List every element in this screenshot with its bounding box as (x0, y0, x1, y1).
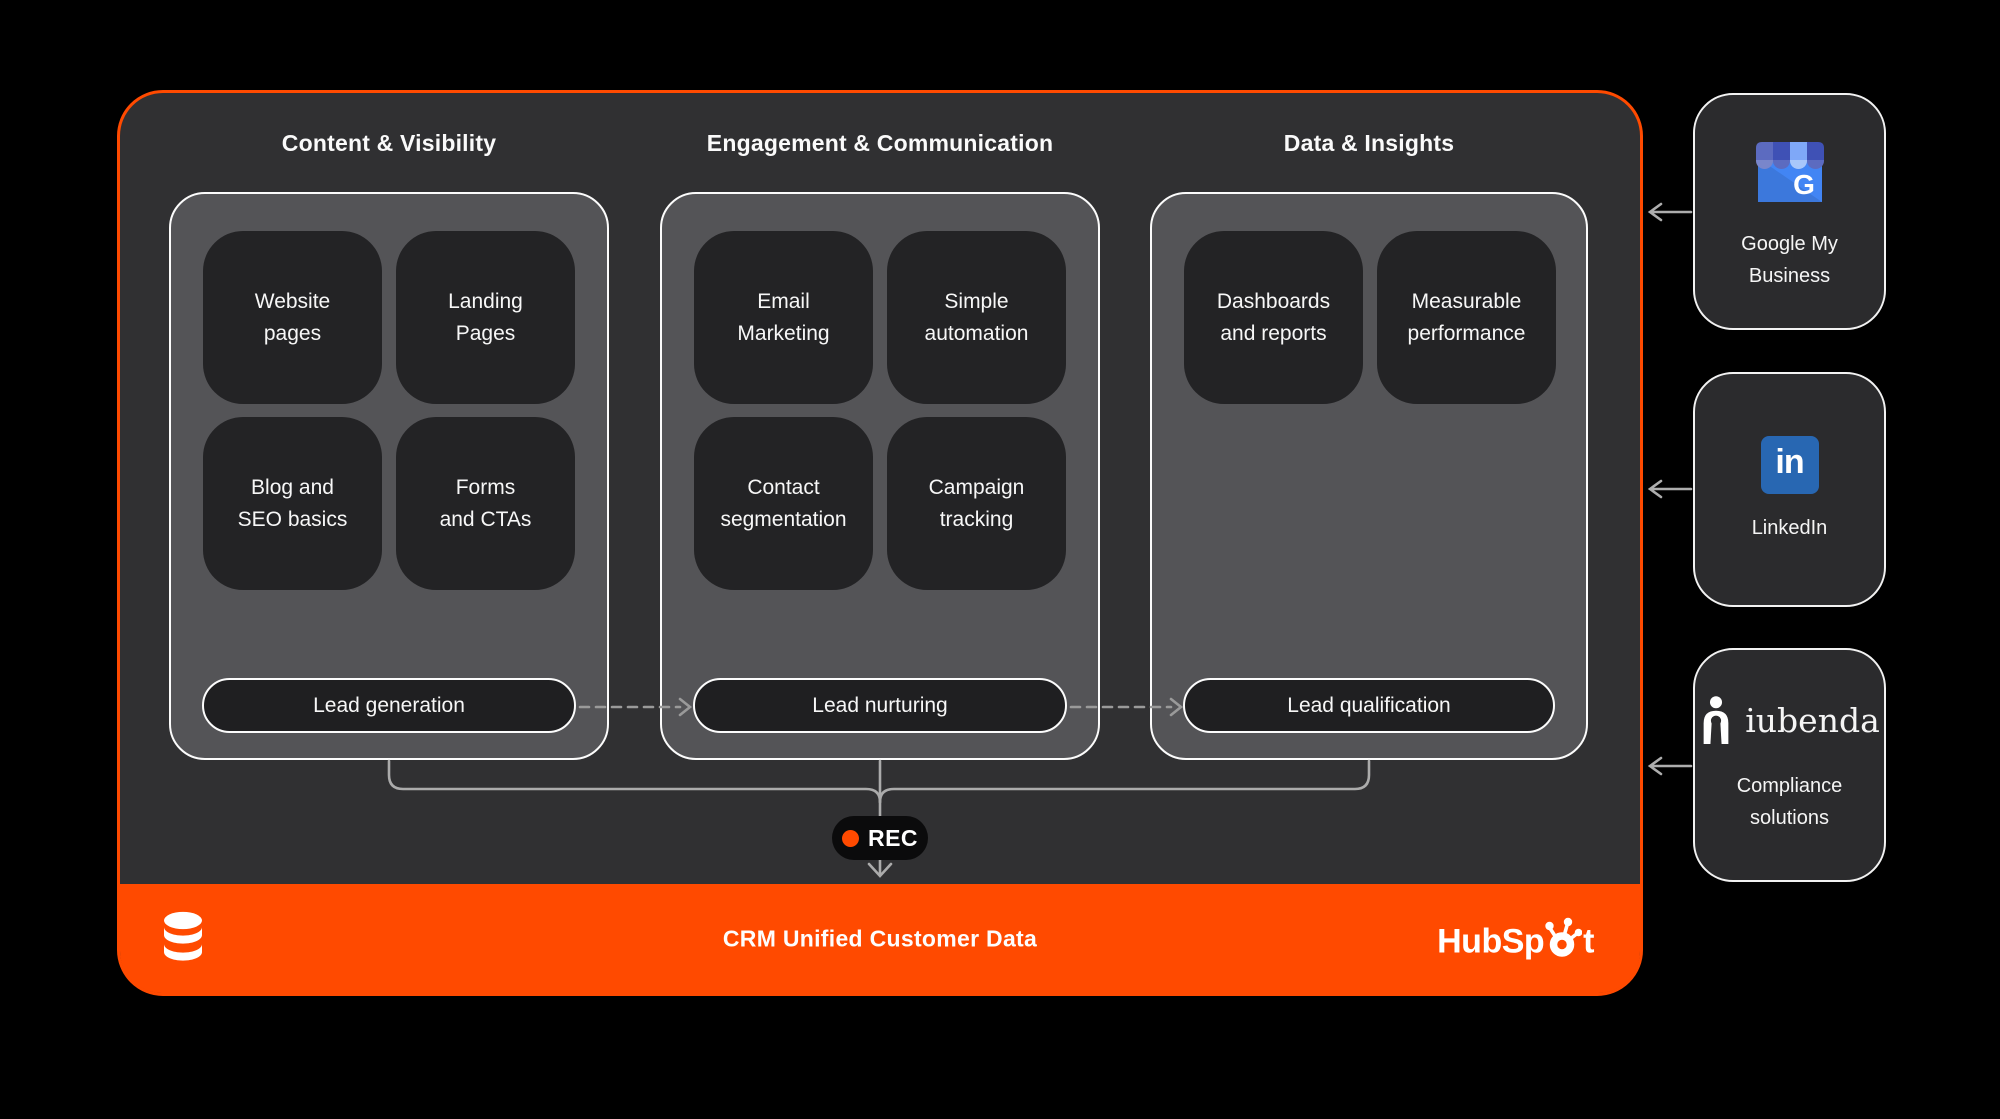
integration-label: Compliance solutions (1736, 775, 1843, 829)
arrow-iubenda (1647, 756, 1693, 776)
hubspot-logo-suffix: t (1583, 922, 1594, 960)
arrow-linkedin (1647, 479, 1693, 499)
crm-bar-title: CRM Unified Customer Data (722, 925, 1038, 951)
card-simple-automation: Simple automation (887, 231, 1066, 404)
google-my-business-icon: G (1755, 141, 1824, 202)
rec-dot-icon (841, 829, 859, 847)
card-contact-segmentation: Contact segmentation (694, 417, 873, 590)
pill-lead-qualification: Lead qualification (1183, 678, 1555, 733)
column-header-data-insights: Data & Insights (1283, 130, 1455, 156)
integration-arrows (1647, 202, 1693, 776)
card-campaign-tracking: Campaign tracking (887, 417, 1066, 590)
column-header-engagement-communication: Engagement & Communication (706, 130, 1054, 156)
card-dashboards-reports: Dashboards and reports (1184, 231, 1363, 404)
iubenda-keyhole-icon (1703, 696, 1729, 744)
column-engagement-communication: Email Marketing Simple automation Contac… (660, 192, 1100, 760)
integration-iubenda: iubenda Compliance solutions (1693, 648, 1886, 882)
integration-linkedin: in LinkedIn (1693, 372, 1886, 607)
card-forms-ctas: Forms and CTAs (396, 417, 575, 590)
column-content-visibility: Website pages Landing Pages Blog and SEO… (169, 192, 609, 760)
arrow-google-my-business (1647, 202, 1693, 222)
database-icon (160, 910, 206, 967)
integration-google-my-business: G Google My Business (1693, 93, 1886, 330)
hubspot-sprocket-icon (1545, 917, 1583, 957)
card-email-marketing: Email Marketing (694, 231, 873, 404)
pill-lead-generation: Lead generation (202, 678, 576, 733)
crm-unified-data-bar: CRM Unified Customer Data HubSp t (120, 884, 1640, 993)
pill-lead-nurturing: Lead nurturing (693, 678, 1067, 733)
gmb-g-letter: G (1793, 169, 1815, 200)
card-website-pages: Website pages (203, 231, 382, 404)
rec-label: REC (867, 824, 919, 851)
iubenda-wordmark: iubenda (1745, 700, 1880, 740)
hubspot-crm-panel: Content & Visibility Engagement & Commun… (117, 90, 1643, 996)
card-blog-seo-basics: Blog and SEO basics (203, 417, 382, 590)
column-data-insights: Dashboards and reports Measurable perfor… (1150, 192, 1588, 760)
integration-label: Google My Business (1741, 232, 1838, 287)
column-header-content-visibility: Content & Visibility (281, 130, 497, 156)
integration-label: LinkedIn (1751, 516, 1828, 539)
linkedin-icon: in (1760, 435, 1819, 494)
hubspot-logo: HubSp t (1437, 916, 1594, 961)
linkedin-in-text: in (1775, 443, 1804, 481)
iubenda-logo: iubenda (1699, 696, 1880, 744)
card-measurable-performance: Measurable performance (1377, 231, 1556, 404)
card-landing-pages: Landing Pages (396, 231, 575, 404)
rec-badge: REC (832, 816, 928, 860)
hubspot-logo-prefix: HubSp (1437, 922, 1545, 960)
